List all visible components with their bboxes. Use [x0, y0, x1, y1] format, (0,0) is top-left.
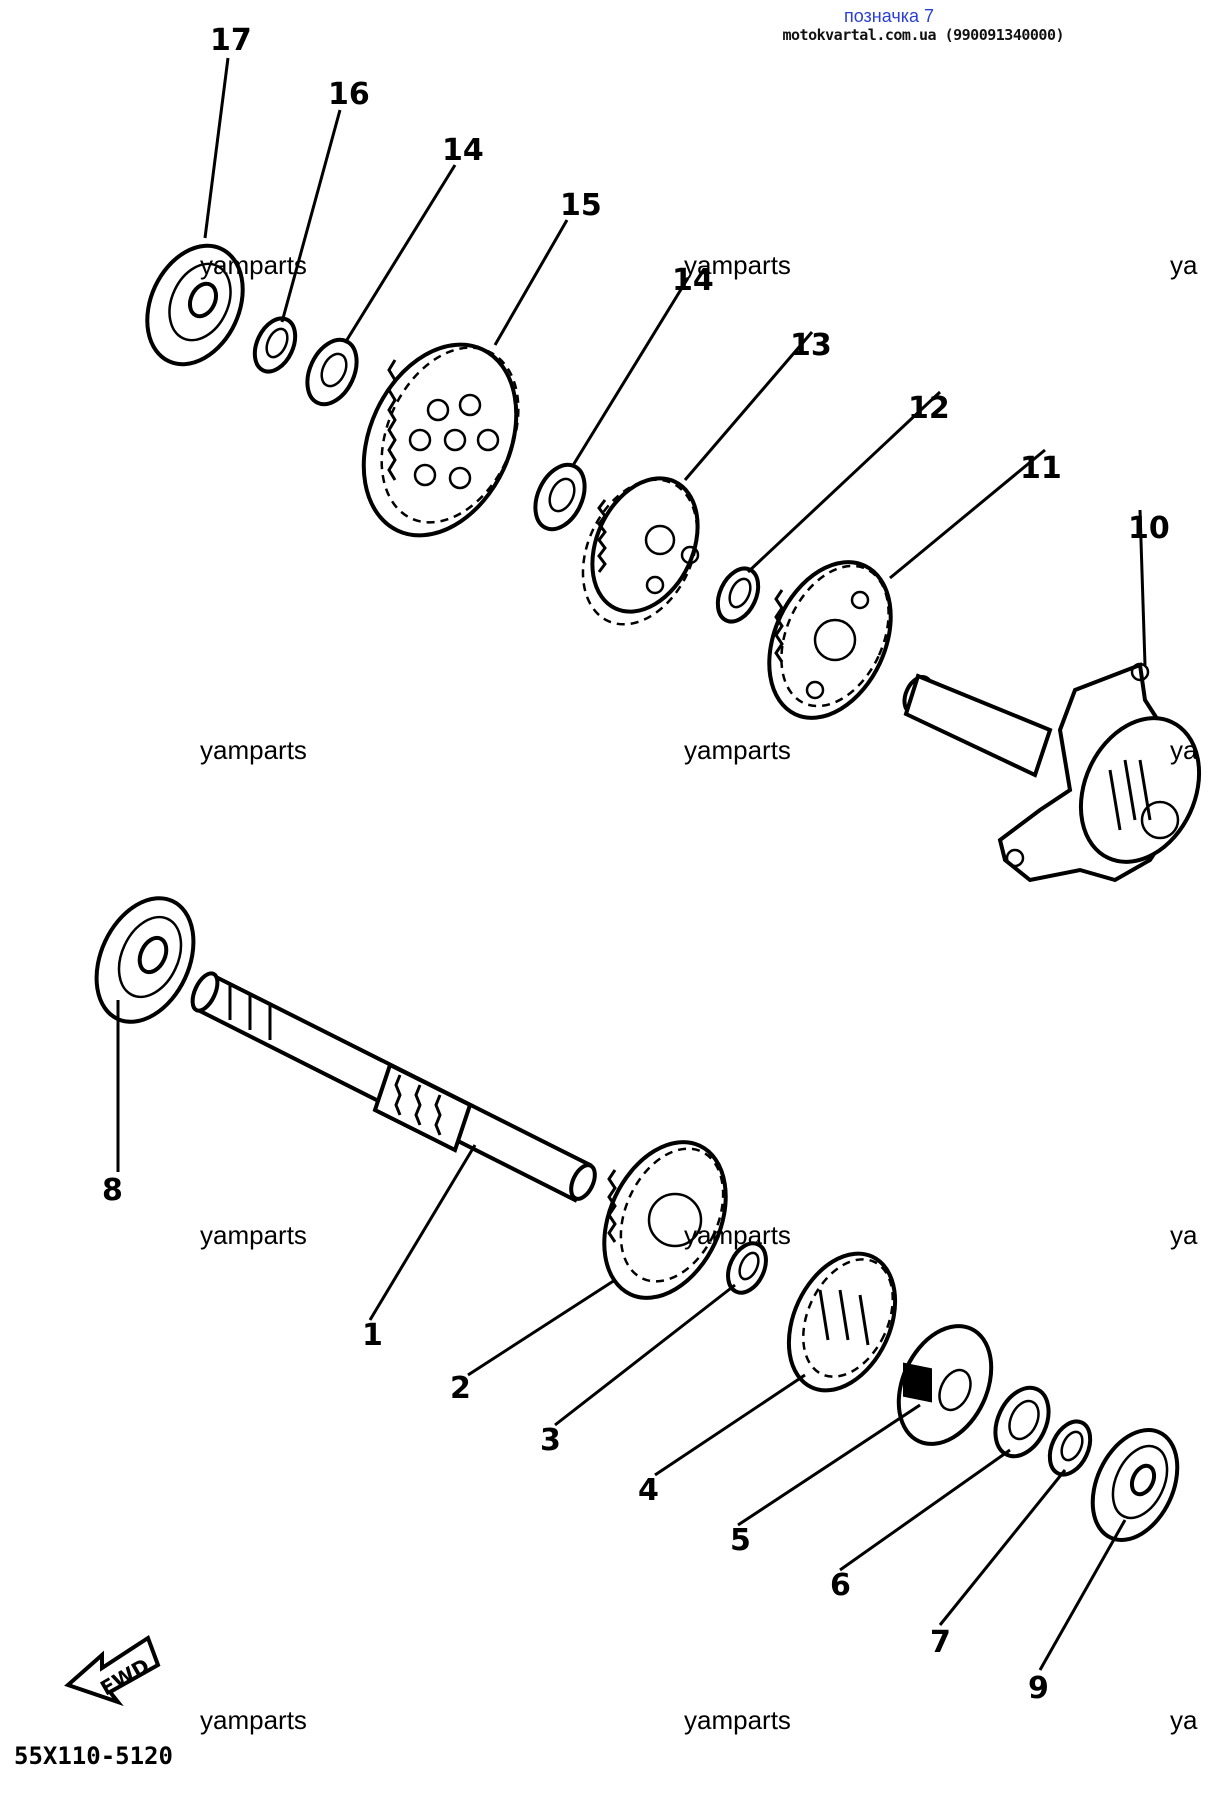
callout-2: 2: [450, 1371, 471, 1406]
callout-15: 15: [560, 188, 602, 223]
watermark: yamparts: [684, 1705, 791, 1735]
part-14-washer-upper: [305, 337, 359, 407]
callout-1: 1: [362, 1318, 383, 1353]
watermark: yamparts: [684, 735, 791, 765]
watermark: yamparts: [200, 250, 307, 280]
callout-11: 11: [1020, 451, 1062, 486]
part-7-circlip: [1047, 1419, 1093, 1477]
part-16-circlip: [252, 316, 298, 374]
watermark: ya: [1170, 1705, 1198, 1735]
callout-14-upper: 14: [442, 133, 484, 168]
watermark: yamparts: [200, 1705, 307, 1735]
part-10-shaft-housing: [902, 662, 1202, 883]
callout-3: 3: [540, 1423, 561, 1458]
part-17-bearing: [145, 243, 245, 367]
callout-4: 4: [638, 1473, 659, 1508]
watermark: yamparts: [684, 250, 791, 280]
part-2-gear: [602, 1140, 728, 1300]
part-1-main-shaft: [190, 971, 597, 1203]
callout-5: 5: [730, 1523, 751, 1558]
watermark: ya: [1170, 250, 1198, 280]
callout-8: 8: [102, 1173, 123, 1208]
part-6-washer: [993, 1385, 1051, 1459]
callout-10: 10: [1128, 511, 1170, 546]
part-15-gear: [361, 342, 520, 538]
watermark: ya: [1170, 735, 1198, 765]
part-11-gear: [767, 560, 893, 720]
watermark: yamparts: [200, 735, 307, 765]
callout-9: 9: [1028, 1671, 1049, 1706]
header-tag: позначка 7: [843, 6, 934, 26]
watermark: ya: [1170, 1220, 1198, 1250]
callout-14-lower: 14: [672, 263, 714, 298]
callout-13: 13: [790, 328, 832, 363]
fwd-arrow-icon: FWD: [64, 1634, 161, 1707]
part-13-gear: [581, 476, 700, 626]
callout-17: 17: [210, 23, 252, 58]
callout-16: 16: [328, 77, 370, 112]
watermark: yamparts: [684, 1220, 791, 1250]
part-3-circlip: [726, 1241, 768, 1295]
callout-7: 7: [930, 1625, 951, 1660]
header-source: motokvartal.com.ua (990091340000): [782, 26, 1064, 44]
part-12-circlip: [715, 566, 761, 624]
callout-6: 6: [830, 1568, 851, 1603]
part-5-gear: [896, 1324, 994, 1446]
part-8-bearing: [94, 896, 196, 1024]
part-9-bearing: [1090, 1428, 1180, 1542]
part-4-gear: [786, 1251, 898, 1393]
diagram-code: 55X110-5120: [14, 1742, 173, 1770]
leader-lines: [116, 57, 1147, 1671]
part-14-washer-lower: [533, 462, 587, 532]
watermark: yamparts: [200, 1220, 307, 1250]
callout-12: 12: [908, 391, 950, 426]
